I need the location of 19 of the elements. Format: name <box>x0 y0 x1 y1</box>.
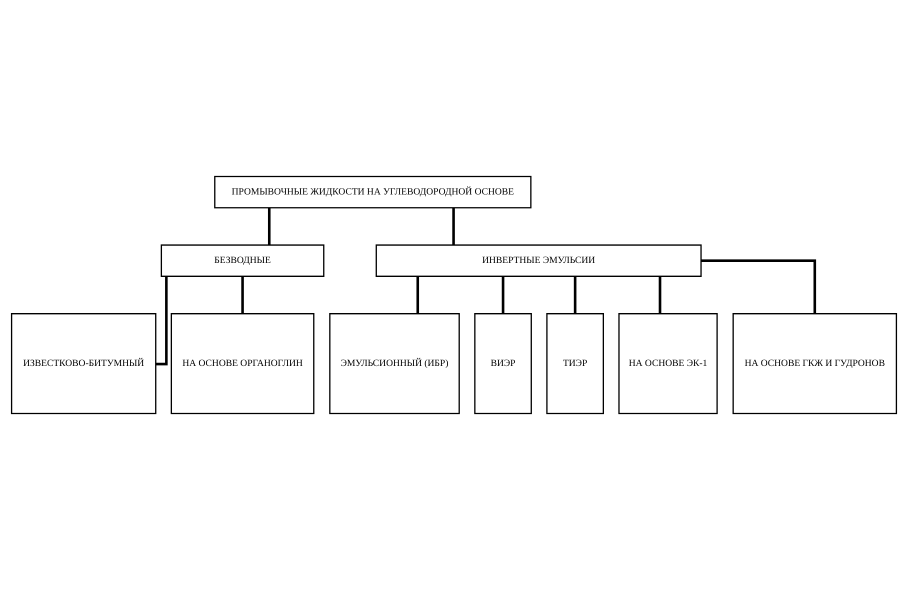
connector <box>452 208 455 244</box>
connector <box>416 276 420 314</box>
node-box: ПРОМЫВОЧНЫЕ ЖИДКОСТИ НА УГЛЕВОДОРОДНОЙ ОСНОВЕ <box>214 175 532 208</box>
node-box: БЕЗВОДНЫЕ <box>160 244 324 276</box>
connector <box>502 276 504 314</box>
node-box: ВИЭР <box>474 312 532 414</box>
node-box: НА ОСНОВЕ ЭК-1 <box>618 312 718 414</box>
connector <box>156 276 168 365</box>
connector <box>268 208 271 244</box>
node-box: НА ОСНОВЕ ГКЖ И ГУДРОНОВ <box>732 312 898 414</box>
node-box: НА ОСНОВЕ ОРГАНОГЛИН <box>170 312 314 414</box>
connector <box>701 258 816 314</box>
node-box: ИЗВЕСТКОВО-БИТУМНЫЙ <box>10 312 156 414</box>
node-box: ИНВЕРТНЫЕ ЭМУЛЬСИИ <box>376 244 702 276</box>
node-box: ТИЭР <box>546 312 604 414</box>
connector <box>574 276 576 314</box>
connector <box>241 276 244 314</box>
connector <box>658 276 662 314</box>
node-box: ЭМУЛЬСИОННЫЙ (ИБР) <box>329 312 460 414</box>
